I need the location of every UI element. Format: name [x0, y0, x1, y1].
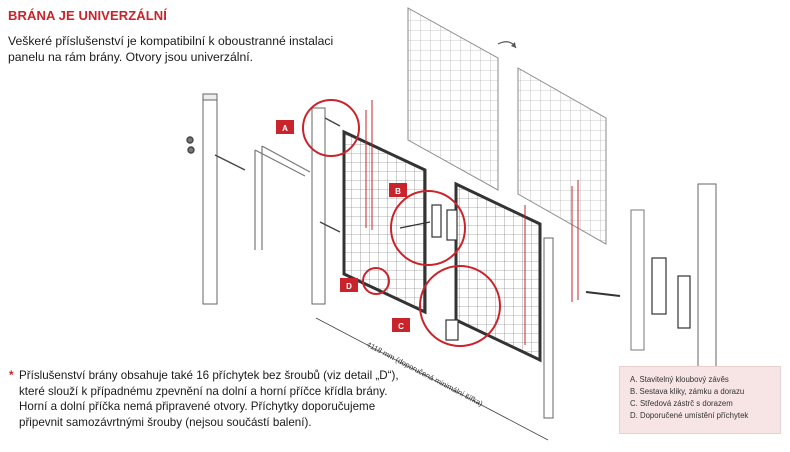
center-post	[543, 237, 554, 419]
rotate-arrowhead-icon	[511, 42, 516, 48]
callout-circles	[302, 99, 501, 347]
legend-item-d: D. Doporučené umístění příchytek	[630, 411, 749, 420]
footnote-line-3: Horní a dolní příčka nemá připravené otv…	[19, 400, 376, 413]
callout-a-label: A	[282, 124, 288, 133]
footnote-line-1: Příslušenství brány obsahuje také 16 pří…	[19, 369, 399, 382]
hinge-bolt-parts	[186, 117, 341, 233]
right-gate-leaf	[454, 181, 542, 363]
intro-line-1: Veškeré příslušenství je kompatibilní k …	[8, 34, 334, 48]
left-fence-frame	[254, 145, 311, 250]
assembly-arrows	[365, 100, 579, 345]
callout-c-label: C	[398, 322, 404, 331]
left-gate-leaf	[342, 129, 427, 315]
callout-badge-a: A	[276, 120, 294, 134]
callout-d-label: D	[346, 282, 352, 291]
legend-item-c: C. Středová zástrč s dorazem	[630, 399, 733, 408]
center-bolt-detail	[445, 319, 459, 341]
footnote-line-4: připevnit samozávrtnými šrouby (nejsou s…	[19, 415, 312, 429]
left-gate-post	[202, 93, 218, 305]
lock-handle-detail	[399, 204, 458, 241]
hinge-post	[311, 107, 326, 305]
callout-badge-b: B	[389, 183, 407, 197]
callout-badge-d: D	[340, 278, 358, 292]
callout-b-label: B	[395, 187, 401, 196]
spare-mesh-panel-right	[517, 67, 607, 245]
intro-line-2: panelu na rám brány. Otvory jsou univerz…	[8, 50, 253, 64]
legend-item-a: A. Stavitelný kloubový závěs	[630, 375, 729, 384]
spare-mesh-panel-left	[407, 7, 499, 191]
right-gate-post	[585, 183, 717, 381]
footnote-marker: *	[9, 369, 14, 382]
footnote: * Příslušenství brány obsahuje také 16 p…	[8, 368, 408, 430]
page-title: BRÁNA JE UNIVERZÁLNÍ	[8, 8, 167, 23]
legend-box: A. Stavitelný kloubový závěs B. Sestava …	[619, 366, 781, 434]
footnote-line-2: které slouží k případnému zpevnění na do…	[19, 384, 388, 398]
callout-badge-c: C	[392, 318, 410, 332]
legend-item-b: B. Sestava kliky, zámku a dorazu	[630, 387, 745, 396]
intro-paragraph: Veškeré příslušenství je kompatibilní k …	[8, 33, 338, 65]
